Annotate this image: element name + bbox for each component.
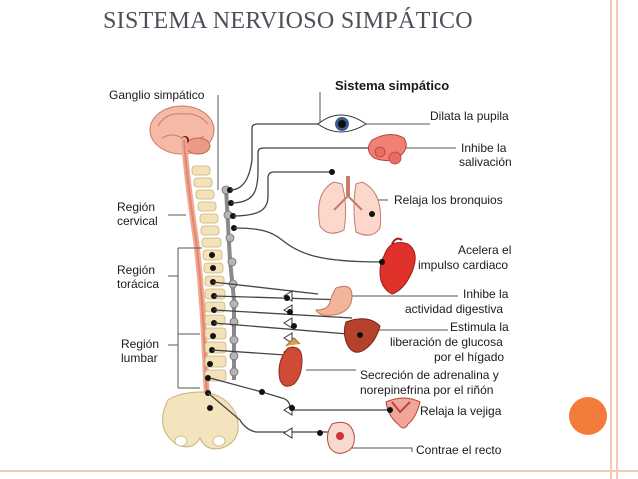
sympathetic-ganglion-chain <box>221 185 239 380</box>
bladder-illustration <box>385 397 421 429</box>
label-rectum: Contrae el recto <box>416 443 502 457</box>
heart-illustration <box>379 237 416 295</box>
salivary-gland-illustration <box>368 134 407 165</box>
label-glucose-line2: liberación de glucosa <box>390 335 503 349</box>
eye-illustration <box>317 114 367 133</box>
slide-border-bottom <box>0 470 638 472</box>
label-glucose-line3: por el hígado <box>434 350 505 364</box>
label-bladder: Relaja la vejiga <box>420 404 502 418</box>
vertebral-column <box>191 165 227 382</box>
slide-border-right-outer <box>610 0 612 479</box>
slide-border-right-inner <box>616 0 618 479</box>
pelvis-illustration <box>162 391 239 450</box>
liver-illustration <box>343 318 381 353</box>
label-pointer-lines <box>306 92 458 452</box>
label-adrenaline-line2: norepinefrina por el riñón <box>360 383 494 397</box>
label-lumbar-region-line2: lumbar <box>121 351 158 365</box>
label-heart-line1: Acelera el <box>458 243 512 257</box>
label-heart-line2: impulso cardiaco <box>418 258 509 272</box>
kidney-illustration <box>278 337 303 387</box>
label-thoracic-region-line1: Región <box>117 263 156 277</box>
postganglionic-dots <box>259 295 323 436</box>
label-salivation-line1: Inhibe la <box>461 141 507 155</box>
label-digestion-line1: Inhibe la <box>463 287 509 301</box>
slide-title: SISTEMA NERVIOSO SIMPÁTICO <box>103 8 473 34</box>
label-glucose-line1: Estimula la <box>450 320 509 334</box>
label-sympathetic-ganglion: Ganglio simpático <box>109 88 205 102</box>
label-thoracic-region-line2: torácica <box>117 277 160 291</box>
label-digestion-line2: actividad digestiva <box>405 302 504 316</box>
label-salivation-line2: salivación <box>459 155 512 169</box>
label-pupil-dilation: Dilata la pupila <box>430 109 509 123</box>
label-adrenaline-line1: Secreción de adrenalina y <box>360 368 499 382</box>
label-bronchi: Relaja los bronquios <box>394 193 503 207</box>
diagram-heading: Sistema simpático <box>335 78 450 93</box>
stomach-illustration <box>315 285 353 316</box>
region-brackets <box>168 95 219 389</box>
rectum-illustration <box>326 421 355 454</box>
decorative-orange-circle <box>569 397 607 435</box>
label-cervical-region-line1: Región <box>117 200 156 214</box>
label-lumbar-region-line1: Región <box>121 337 160 351</box>
label-cervical-region-line2: cervical <box>117 214 158 228</box>
lungs-illustration <box>318 169 382 236</box>
